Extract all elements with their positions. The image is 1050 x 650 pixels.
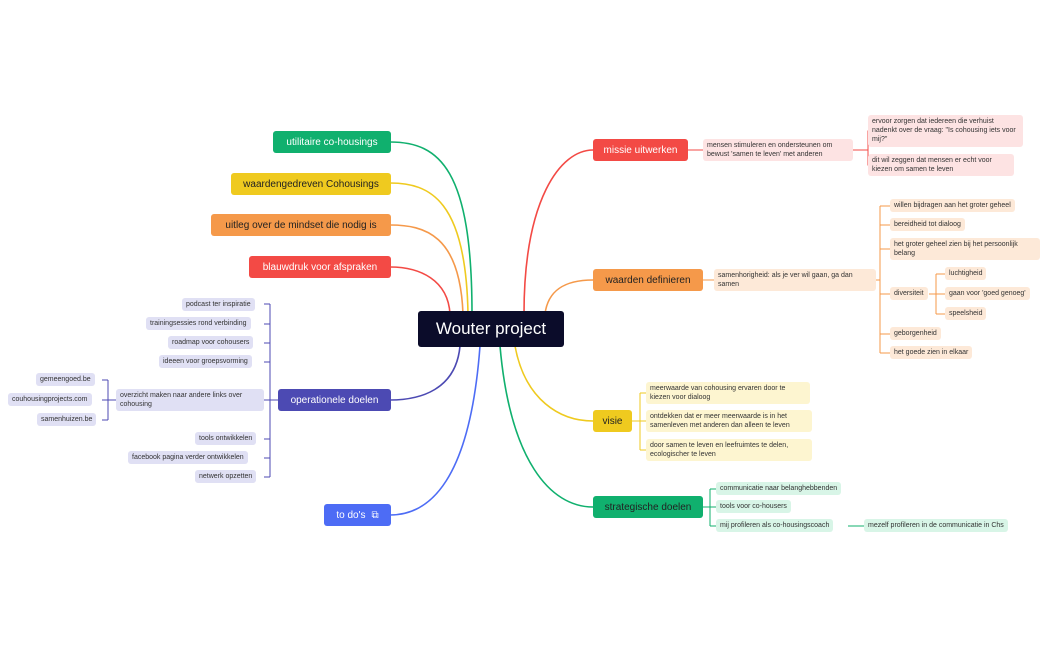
todo-icon: ⧉: [371, 509, 379, 521]
link-couhousingprojects[interactable]: couhousingprojects.com: [8, 393, 92, 406]
strategische-mezelf[interactable]: mezelf profileren in de communicatie in …: [864, 519, 1008, 532]
topic-strategische-doelen[interactable]: strategische doelen: [593, 496, 703, 518]
waarden-groter-geheel[interactable]: het groter geheel zien bij het persoonli…: [890, 238, 1040, 260]
topic-todos[interactable]: to do's ⧉: [324, 504, 391, 526]
visie-meerwaarde[interactable]: meerwaarde van cohousing ervaren door te…: [646, 382, 810, 404]
central-topic[interactable]: Wouter project: [418, 311, 564, 347]
visie-ontdekken[interactable]: ontdekken dat er meer meerwaarde is in h…: [646, 410, 812, 432]
waarden-child[interactable]: samenhorigheid: als je ver wil gaan, ga …: [714, 269, 876, 291]
visie-ecologisch[interactable]: door samen te leven en leefruimtes te de…: [646, 439, 812, 461]
waarden-goed-genoeg[interactable]: gaan voor 'goed genoeg': [945, 287, 1030, 300]
waarden-bereidheid[interactable]: bereidheid tot dialoog: [890, 218, 965, 231]
topic-visie[interactable]: visie: [593, 410, 632, 432]
topic-missie[interactable]: missie uitwerken: [593, 139, 688, 161]
item-trainingsessies[interactable]: trainingsessies rond verbinding: [146, 317, 251, 330]
item-podcast[interactable]: podcast ter inspiratie: [182, 298, 255, 311]
topic-waardengedreven[interactable]: waardengedreven Cohousings: [231, 173, 391, 195]
link-gemeengoed[interactable]: gemeengoed.be: [36, 373, 95, 386]
waarden-geborgenheid[interactable]: geborgenheid: [890, 327, 941, 340]
item-overzicht[interactable]: overzicht maken naar andere links over c…: [116, 389, 264, 411]
item-netwerk[interactable]: netwerk opzetten: [195, 470, 257, 483]
strategische-profileren[interactable]: mij profileren als co-housingscoach: [716, 519, 834, 532]
waarden-diversiteit[interactable]: diversiteit: [890, 287, 928, 300]
waarden-luchtigheid[interactable]: luchtigheid: [945, 267, 987, 280]
topic-utilitaire[interactable]: utilitaire co-housings: [273, 131, 391, 153]
topic-blauwdruk[interactable]: blauwdruk voor afspraken: [249, 256, 391, 278]
link-samenhuizen[interactable]: samenhuizen.be: [37, 413, 97, 426]
waarden-bijdragen[interactable]: willen bijdragen aan het groter geheel: [890, 199, 1015, 212]
topic-waarden[interactable]: waarden definieren: [593, 269, 703, 291]
strategische-tools[interactable]: tools voor co-housers: [716, 500, 791, 513]
item-facebook[interactable]: facebook pagina verder ontwikkelen: [128, 451, 248, 464]
missie-child[interactable]: mensen stimuleren en ondersteunen om bew…: [703, 139, 853, 161]
missie-grand-1[interactable]: ervoor zorgen dat iedereen die verhuist …: [868, 115, 1023, 147]
waarden-goede-zien[interactable]: het goede zien in elkaar: [890, 346, 973, 359]
topic-uitleg[interactable]: uitleg over de mindset die nodig is: [211, 214, 391, 236]
waarden-speelsheid[interactable]: speelsheid: [945, 307, 987, 320]
topic-operationele-doelen[interactable]: operationele doelen: [278, 389, 391, 411]
strategische-communicatie[interactable]: communicatie naar belanghebbenden: [716, 482, 842, 495]
item-roadmap[interactable]: roadmap voor cohousers: [168, 336, 254, 349]
item-ideeen[interactable]: ideeen voor groepsvorming: [159, 355, 252, 368]
missie-grand-2[interactable]: dit wil zeggen dat mensen er echt voor k…: [868, 154, 1014, 176]
todo-label: to do's: [336, 509, 366, 521]
item-tools[interactable]: tools ontwikkelen: [195, 432, 257, 445]
